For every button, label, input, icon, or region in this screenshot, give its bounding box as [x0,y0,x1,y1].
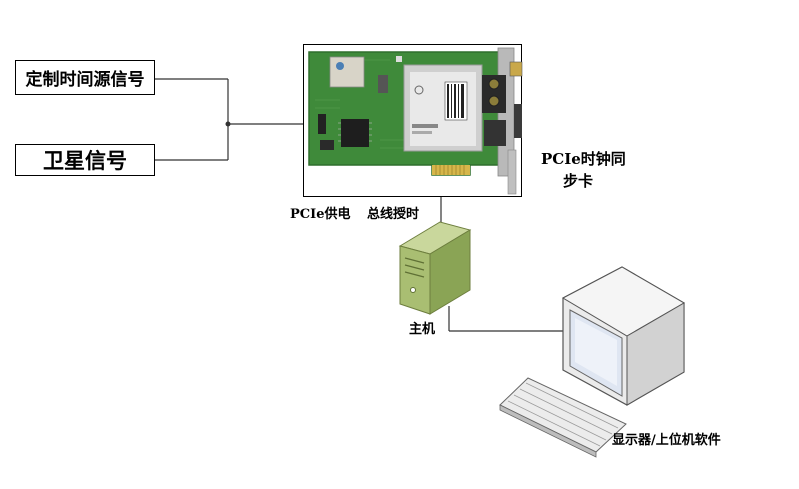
pcie-power-label: PCIe供电 [290,207,351,222]
card-name-line2: 步卡 [563,172,594,190]
custom-time-source-box: 定制时间源信号 [15,60,155,95]
bus-timing-label: 总线授时 [367,207,420,222]
display-label: 显示器/上位机软件 [612,433,721,448]
card-name-line1: PCIe时钟同 [541,150,626,168]
custom-time-source-label: 定制时间源信号 [25,70,145,90]
satellite-signal-box: 卫星信号 [15,144,155,176]
junction-dot [225,121,231,127]
host-label: 主机 [409,322,436,337]
satellite-signal-label: 卫星信号 [43,148,127,173]
